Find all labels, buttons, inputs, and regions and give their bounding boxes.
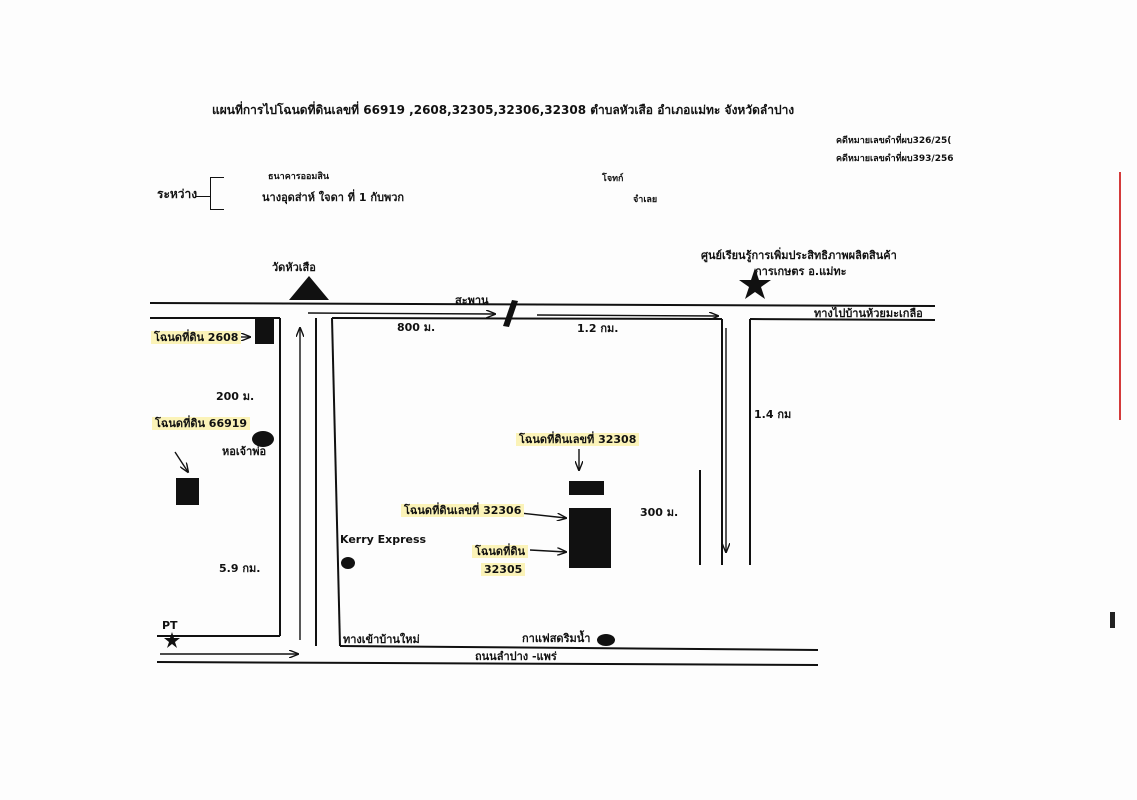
parcel-32305-label-line2: 32305 (481, 563, 526, 576)
top-road-edge-upper (149, 302, 936, 307)
parcel-32306-label: โฉนดที่ดินเลขที่ 32306 (401, 504, 525, 517)
center-label-line1: ศูนย์เรียนรู้การเพิ่มประสิทธิภาพผลิตสินค… (701, 249, 897, 262)
arrow-to-junction (536, 315, 718, 316)
scan-edge-mark (1119, 172, 1121, 420)
center-star-icon (739, 268, 771, 299)
case-ref-1: คดีหมายเลขดำที่ผบ326/25( (836, 136, 952, 146)
scan-edge-tick (1110, 612, 1115, 628)
bottom-road-edge-lower (156, 661, 819, 666)
parcel-32305-label-line1: โฉนดที่ดิน (472, 545, 528, 558)
arrow-to-bridge (307, 313, 495, 314)
kerry-dot-icon (341, 557, 355, 569)
parcel-32308-label: โฉนดที่ดินเลขที่ 32308 (516, 433, 640, 446)
cafe-dot-icon (597, 634, 615, 646)
arrow-to-32305 (529, 550, 566, 552)
bracket-spine (210, 177, 211, 210)
temple-triangle-icon (289, 276, 329, 300)
temple-label: วัดหัวเสือ (272, 261, 316, 274)
distance-1-2km: 1.2 กม. (577, 322, 619, 335)
distance-5-9km: 5.9 กม. (219, 562, 261, 575)
top-road-edge-lower-right (749, 318, 936, 321)
mid-road-edge-left (331, 317, 341, 647)
bridge-label: สะพาน (455, 294, 489, 307)
defendant-name: นางอุดส่าห์ ใจดา ที่ 1 กับพวก (262, 191, 405, 204)
parcel-32308-block (569, 481, 604, 495)
cafe-label: กาแฟสดริมน้ำ (522, 632, 591, 645)
kerry-label: Kerry Express (340, 533, 427, 546)
pt-label: PT (162, 619, 178, 632)
parcel-32305-block (569, 533, 611, 568)
distance-800m: 800 ม. (397, 321, 436, 334)
plaintiff-name: ธนาคารออมสิน (268, 172, 329, 182)
road-label-huai-ma-kluea: ทางไปบ้านห้วยมะเกลือ (814, 307, 923, 320)
top-road-edge-lower-mid (331, 317, 723, 320)
parcel-2608-block (255, 318, 274, 344)
road-label-ban-mai: ทางเข้าบ้านใหม่ (343, 633, 420, 646)
bracket-bottom (210, 209, 224, 210)
arrow-to-66919 (174, 451, 188, 472)
between-label: ระหว่าง (157, 187, 198, 201)
defendant-role: จำเลย (633, 195, 658, 205)
pt-star-icon (164, 632, 180, 648)
bottom-road-edge-upper-right (339, 645, 819, 651)
shrine-label: หอเจ้าพ่อ (222, 445, 267, 458)
parcel-2608-label: โฉนดที่ดิน 2608 (151, 331, 242, 344)
parcel-32306-block (569, 508, 611, 533)
map-title: แผนที่การไปโฉนดที่ดินเลขที่ 66919 ,2608,… (212, 103, 795, 117)
bracket-top (210, 177, 224, 178)
shrine-dot-icon (252, 431, 274, 447)
parcel-66919-block (176, 478, 199, 505)
center-label-line2: การเกษตร อ.แม่ทะ (755, 265, 847, 278)
road-label-lampang-phrae: ถนนลำปาง -แพร่ (475, 650, 557, 663)
plaintiff-role: โจทก์ (602, 174, 624, 184)
bridge-icon (503, 300, 518, 327)
case-ref-2: คดีหมายเลขดำที่ผบ393/256 (836, 154, 954, 164)
distance-1-4km: 1.4 กม (754, 408, 792, 421)
distance-200m: 200 ม. (216, 390, 255, 403)
distance-300m: 300 ม. (640, 506, 679, 519)
parcel-66919-label: โฉนดที่ดิน 66919 (152, 417, 251, 430)
bracket-stem (196, 196, 210, 197)
